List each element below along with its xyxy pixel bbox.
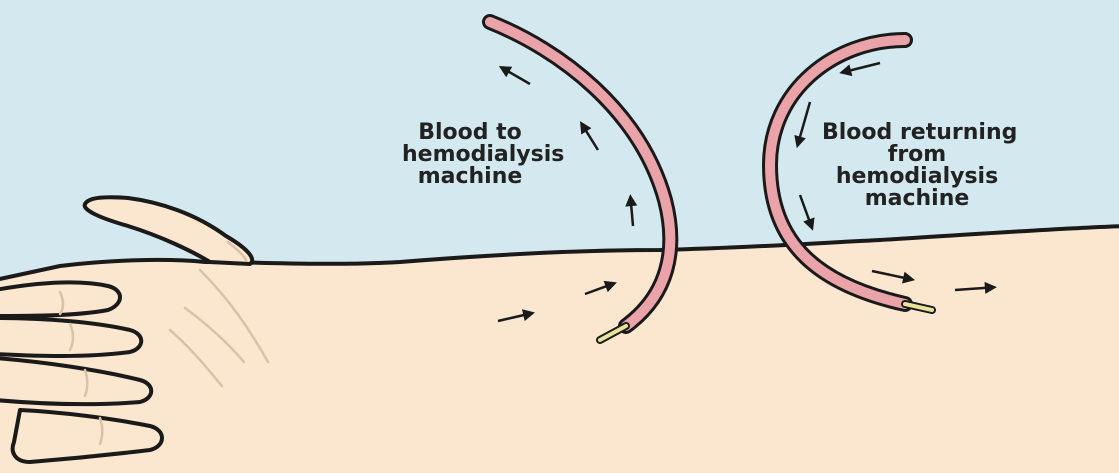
label-line: machine xyxy=(822,188,1012,210)
finger-1 xyxy=(0,283,120,316)
thumb xyxy=(85,197,252,264)
label-line: machine xyxy=(402,166,538,188)
label-line: Blood returning xyxy=(822,122,1012,144)
label-line: hemodialysis xyxy=(822,166,1012,188)
flow-arrow xyxy=(794,193,818,233)
label-line: from xyxy=(822,144,1012,166)
flow-arrow xyxy=(575,118,603,153)
flow-arrow xyxy=(791,100,816,149)
flow-arrow xyxy=(496,61,533,89)
label-line: hemodialysis xyxy=(402,144,538,166)
flow-arrow xyxy=(624,194,639,227)
label-line: Blood to xyxy=(402,122,538,144)
arm xyxy=(0,226,1119,473)
label-blood-returning: Blood returning from hemodialysis machin… xyxy=(822,122,1012,210)
arm-and-hand xyxy=(0,197,1119,473)
label-blood-to-machine: Blood to hemodialysis machine xyxy=(402,122,538,188)
